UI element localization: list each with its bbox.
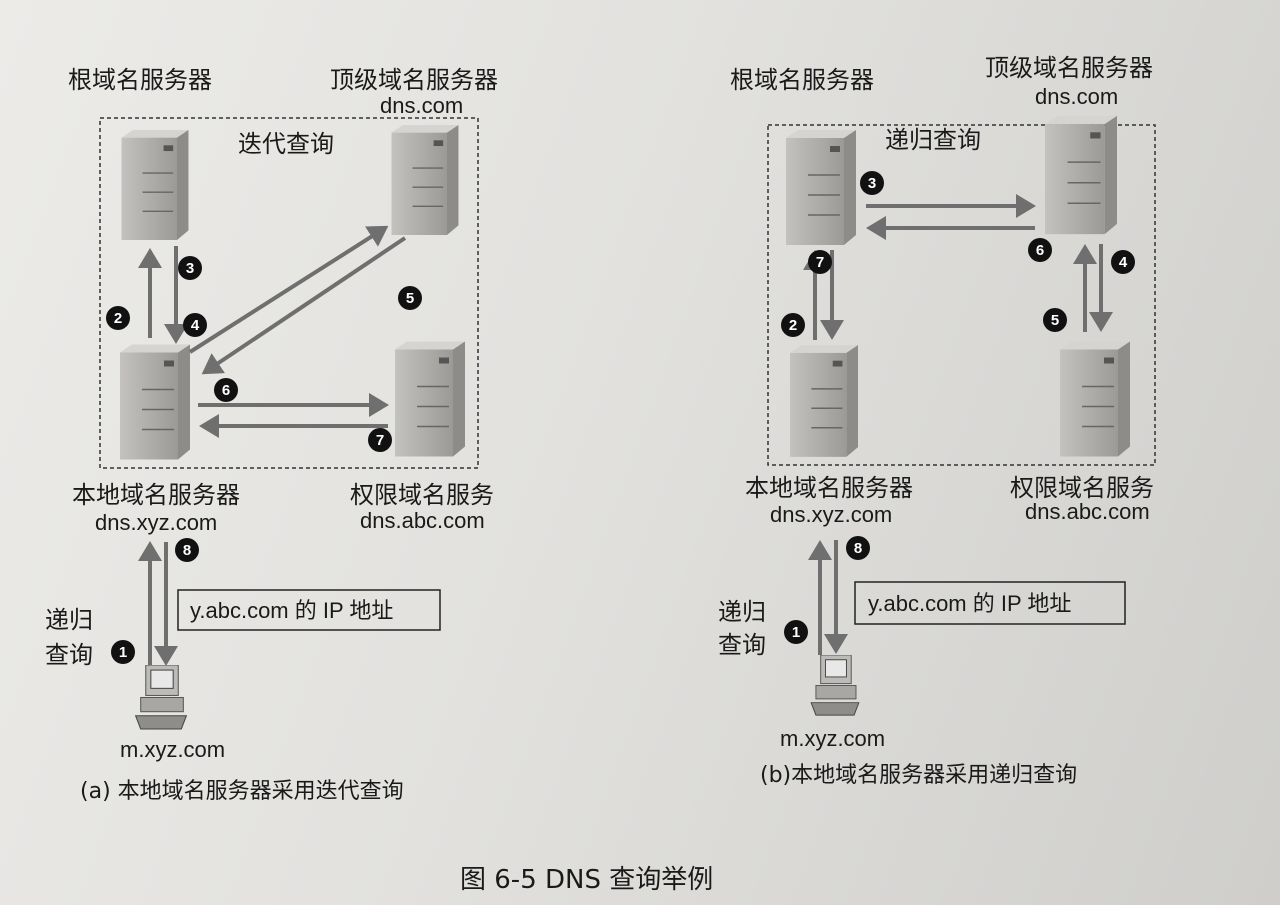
step-1-badge: 1	[784, 620, 808, 644]
step-8-badge: 8	[846, 536, 870, 560]
tld-server-label: 顶级域名服务器	[330, 66, 498, 94]
svg-text:2: 2	[789, 317, 797, 334]
step-6-badge: 6	[214, 378, 238, 402]
dashed-boundary	[99, 117, 479, 469]
auth-domain: dns.abc.com	[360, 508, 485, 533]
panel-iterative: 根域名服务器 顶级域名服务器 dns.com 迭代查询 2 3 4 5 6 7 …	[45, 66, 498, 804]
root-server-label: 根域名服务器	[730, 66, 874, 94]
client-host: m.xyz.com	[780, 726, 885, 751]
local-domain: dns.xyz.com	[770, 502, 892, 527]
tld-server-icon	[1045, 115, 1117, 235]
step-6-badge: 6	[1028, 238, 1052, 262]
tld-server-icon	[390, 125, 460, 235]
local-server-icon	[120, 343, 190, 461]
tld-domain: dns.com	[380, 93, 463, 118]
step-1-badge: 1	[111, 640, 135, 664]
mode-label: 迭代查询	[238, 130, 334, 158]
client-host: m.xyz.com	[120, 737, 225, 762]
svg-text:3: 3	[186, 260, 194, 277]
client-query-line2: 查询	[718, 631, 766, 659]
panel-a-caption: (a) 本地域名服务器采用迭代查询	[80, 779, 404, 804]
tld-server-label: 顶级域名服务器	[985, 54, 1153, 82]
figure-title: 图 6-5 DNS 查询举例	[460, 865, 713, 895]
client-pc-icon	[810, 655, 860, 716]
auth-server-icon	[395, 340, 465, 458]
svg-text:6: 6	[1036, 242, 1044, 259]
step-2-badge: 2	[781, 313, 805, 337]
step-2-badge: 2	[106, 306, 130, 330]
svg-text:7: 7	[816, 254, 824, 271]
arrow-step-5	[201, 236, 407, 375]
root-server-icon	[785, 130, 857, 245]
local-server-icon	[790, 344, 858, 458]
svg-text:8: 8	[183, 542, 191, 559]
step-3-badge: 3	[860, 171, 884, 195]
arrow-step-4	[188, 225, 389, 354]
svg-text:5: 5	[1051, 312, 1059, 329]
svg-text:3: 3	[868, 175, 876, 192]
panel-recursive: 根域名服务器 顶级域名服务器 dns.com 递归查询 3 6 4 5 7 2 …	[718, 54, 1156, 788]
dashed-boundary	[767, 124, 1156, 466]
client-query-line1: 递归	[45, 606, 93, 634]
step-8-badge: 8	[175, 538, 199, 562]
step-7-badge: 7	[368, 428, 392, 452]
svg-text:1: 1	[792, 624, 800, 641]
local-server-label: 本地域名服务器	[72, 481, 240, 509]
answer-box	[177, 589, 441, 631]
answer-text: y.abc.com 的 IP 地址	[190, 598, 393, 623]
auth-server-icon	[1060, 340, 1130, 458]
local-server-label: 本地域名服务器	[745, 474, 913, 502]
svg-text:5: 5	[406, 290, 414, 307]
tld-domain: dns.com	[1035, 84, 1118, 109]
step-5-badge: 5	[1043, 308, 1067, 332]
root-server-label: 根域名服务器	[68, 66, 212, 94]
step-7-badge: 7	[808, 250, 832, 274]
svg-text:8: 8	[854, 540, 862, 557]
answer-text: y.abc.com 的 IP 地址	[868, 591, 1071, 616]
panel-b-caption: (b)本地域名服务器采用递归查询	[760, 763, 1077, 788]
mode-label: 递归查询	[885, 126, 981, 154]
root-server-icon	[120, 130, 190, 240]
svg-text:1: 1	[119, 644, 127, 661]
client-query-line2: 查询	[45, 641, 93, 669]
step-5-badge: 5	[398, 286, 422, 310]
auth-domain: dns.abc.com	[1025, 499, 1150, 524]
svg-text:6: 6	[222, 382, 230, 399]
client-pc-icon	[135, 665, 187, 730]
client-query-line1: 递归	[718, 598, 766, 626]
step-4-badge: 4	[1111, 250, 1135, 274]
auth-server-label: 权限域名服务	[1010, 474, 1154, 502]
auth-server-label: 权限域名服务	[350, 481, 494, 509]
svg-text:4: 4	[191, 317, 200, 334]
step-3-badge: 3	[178, 256, 202, 280]
svg-text:7: 7	[376, 432, 384, 449]
step-4-badge: 4	[183, 313, 207, 337]
answer-box	[854, 581, 1126, 625]
local-domain: dns.xyz.com	[95, 510, 217, 535]
svg-text:4: 4	[1119, 254, 1128, 271]
svg-text:2: 2	[114, 310, 122, 327]
